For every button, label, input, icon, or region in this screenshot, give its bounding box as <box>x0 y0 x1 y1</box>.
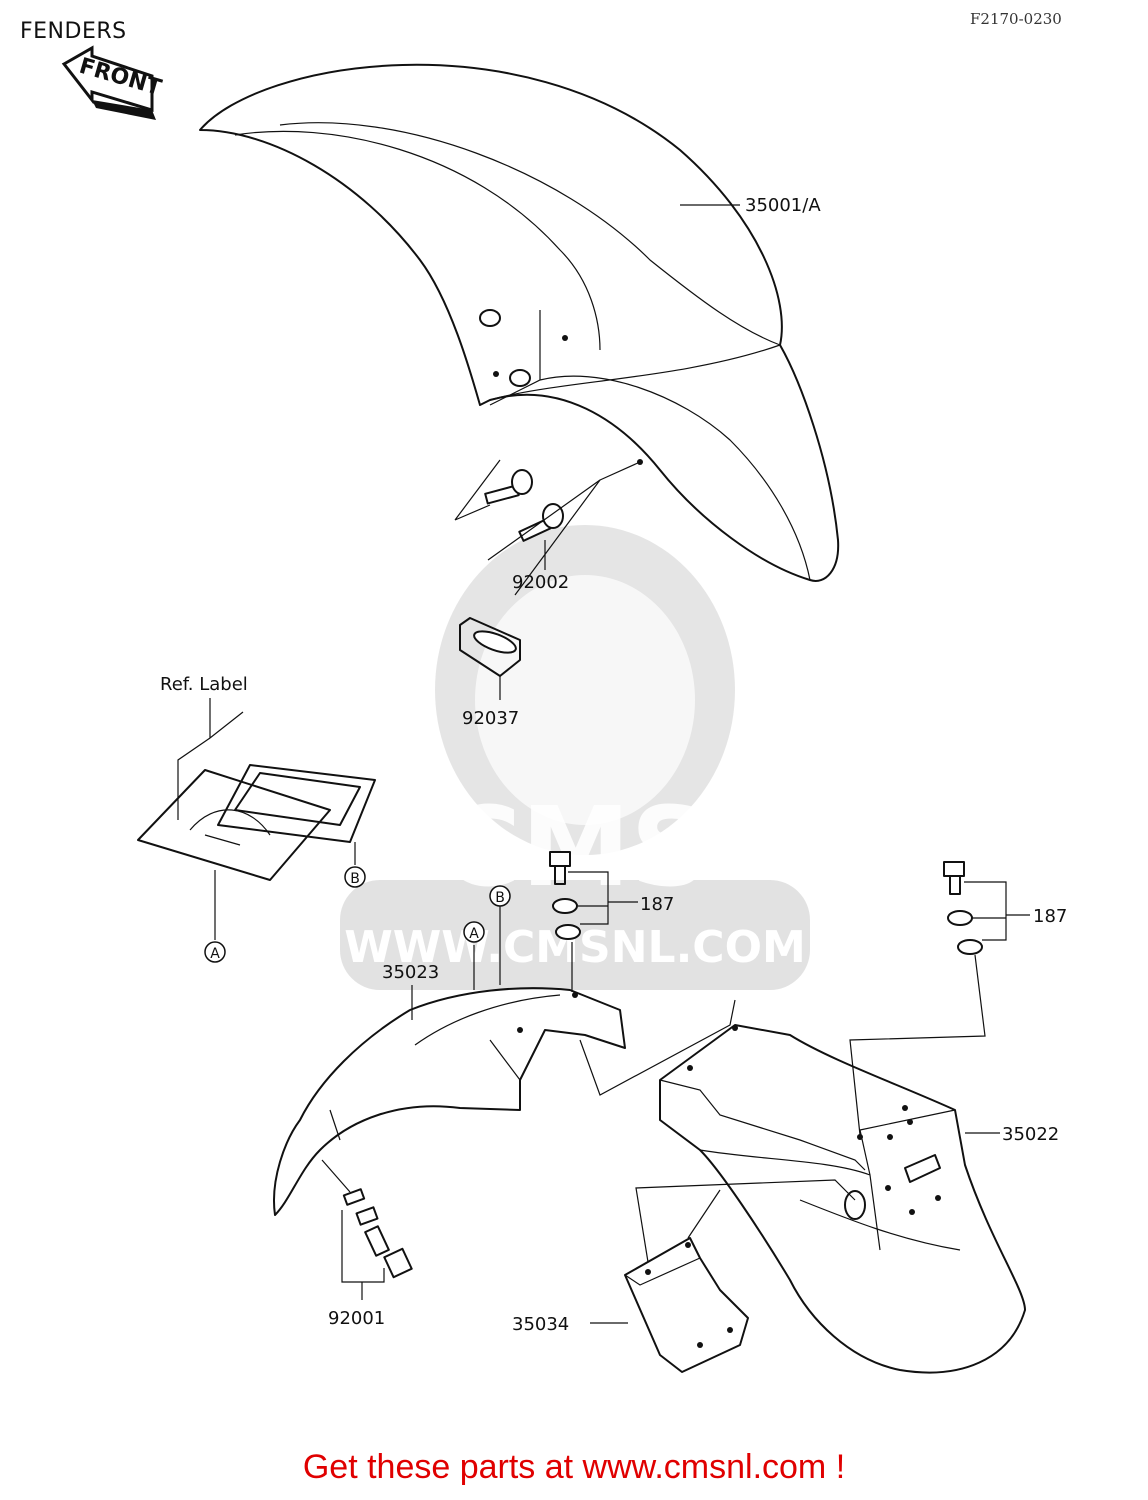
rear-fender-35022 <box>659 1024 1026 1374</box>
bolts-92001 <box>321 1159 413 1300</box>
marker-b-ref: B <box>350 871 360 887</box>
watermark-brand: CMS <box>440 783 709 911</box>
bolt-set-187-right <box>849 861 1030 1136</box>
callout-35034: 35034 <box>512 1314 569 1335</box>
marker-a-fender: A <box>469 926 479 942</box>
callout-92002: 92002 <box>512 572 569 593</box>
diagram-code: F2170-0230 <box>970 10 1062 28</box>
callout-187-right: 187 <box>1033 906 1067 927</box>
cms-watermark: CMS WWW.CMSNL.COM <box>340 525 810 990</box>
front-direction-arrow: FRONT <box>61 45 164 120</box>
callout-187-center: 187 <box>640 894 674 915</box>
bolt-set-187-center <box>549 851 638 992</box>
inner-fender-35023: A B <box>273 885 626 1216</box>
page-title: FENDERS <box>20 19 127 44</box>
marker-b-fender: B <box>495 890 505 906</box>
grommet-92037 <box>459 617 521 700</box>
bracket-35034 <box>590 1179 856 1373</box>
callout-35022: 35022 <box>1002 1124 1059 1145</box>
ref-label-group: Ref. Label A B <box>137 674 376 963</box>
callout-35023: 35023 <box>382 962 439 983</box>
bolts-92002 <box>454 459 641 596</box>
front-fender-35001 <box>199 63 840 582</box>
callout-92001: 92001 <box>328 1308 385 1329</box>
footer-link-text[interactable]: Get these parts at www.cmsnl.com ! <box>302 1448 846 1486</box>
callout-ref-label: Ref. Label <box>160 674 248 695</box>
callout-92037: 92037 <box>462 708 519 729</box>
marker-a-ref: A <box>210 946 220 962</box>
callout-35001-a: 35001/A <box>745 195 821 216</box>
